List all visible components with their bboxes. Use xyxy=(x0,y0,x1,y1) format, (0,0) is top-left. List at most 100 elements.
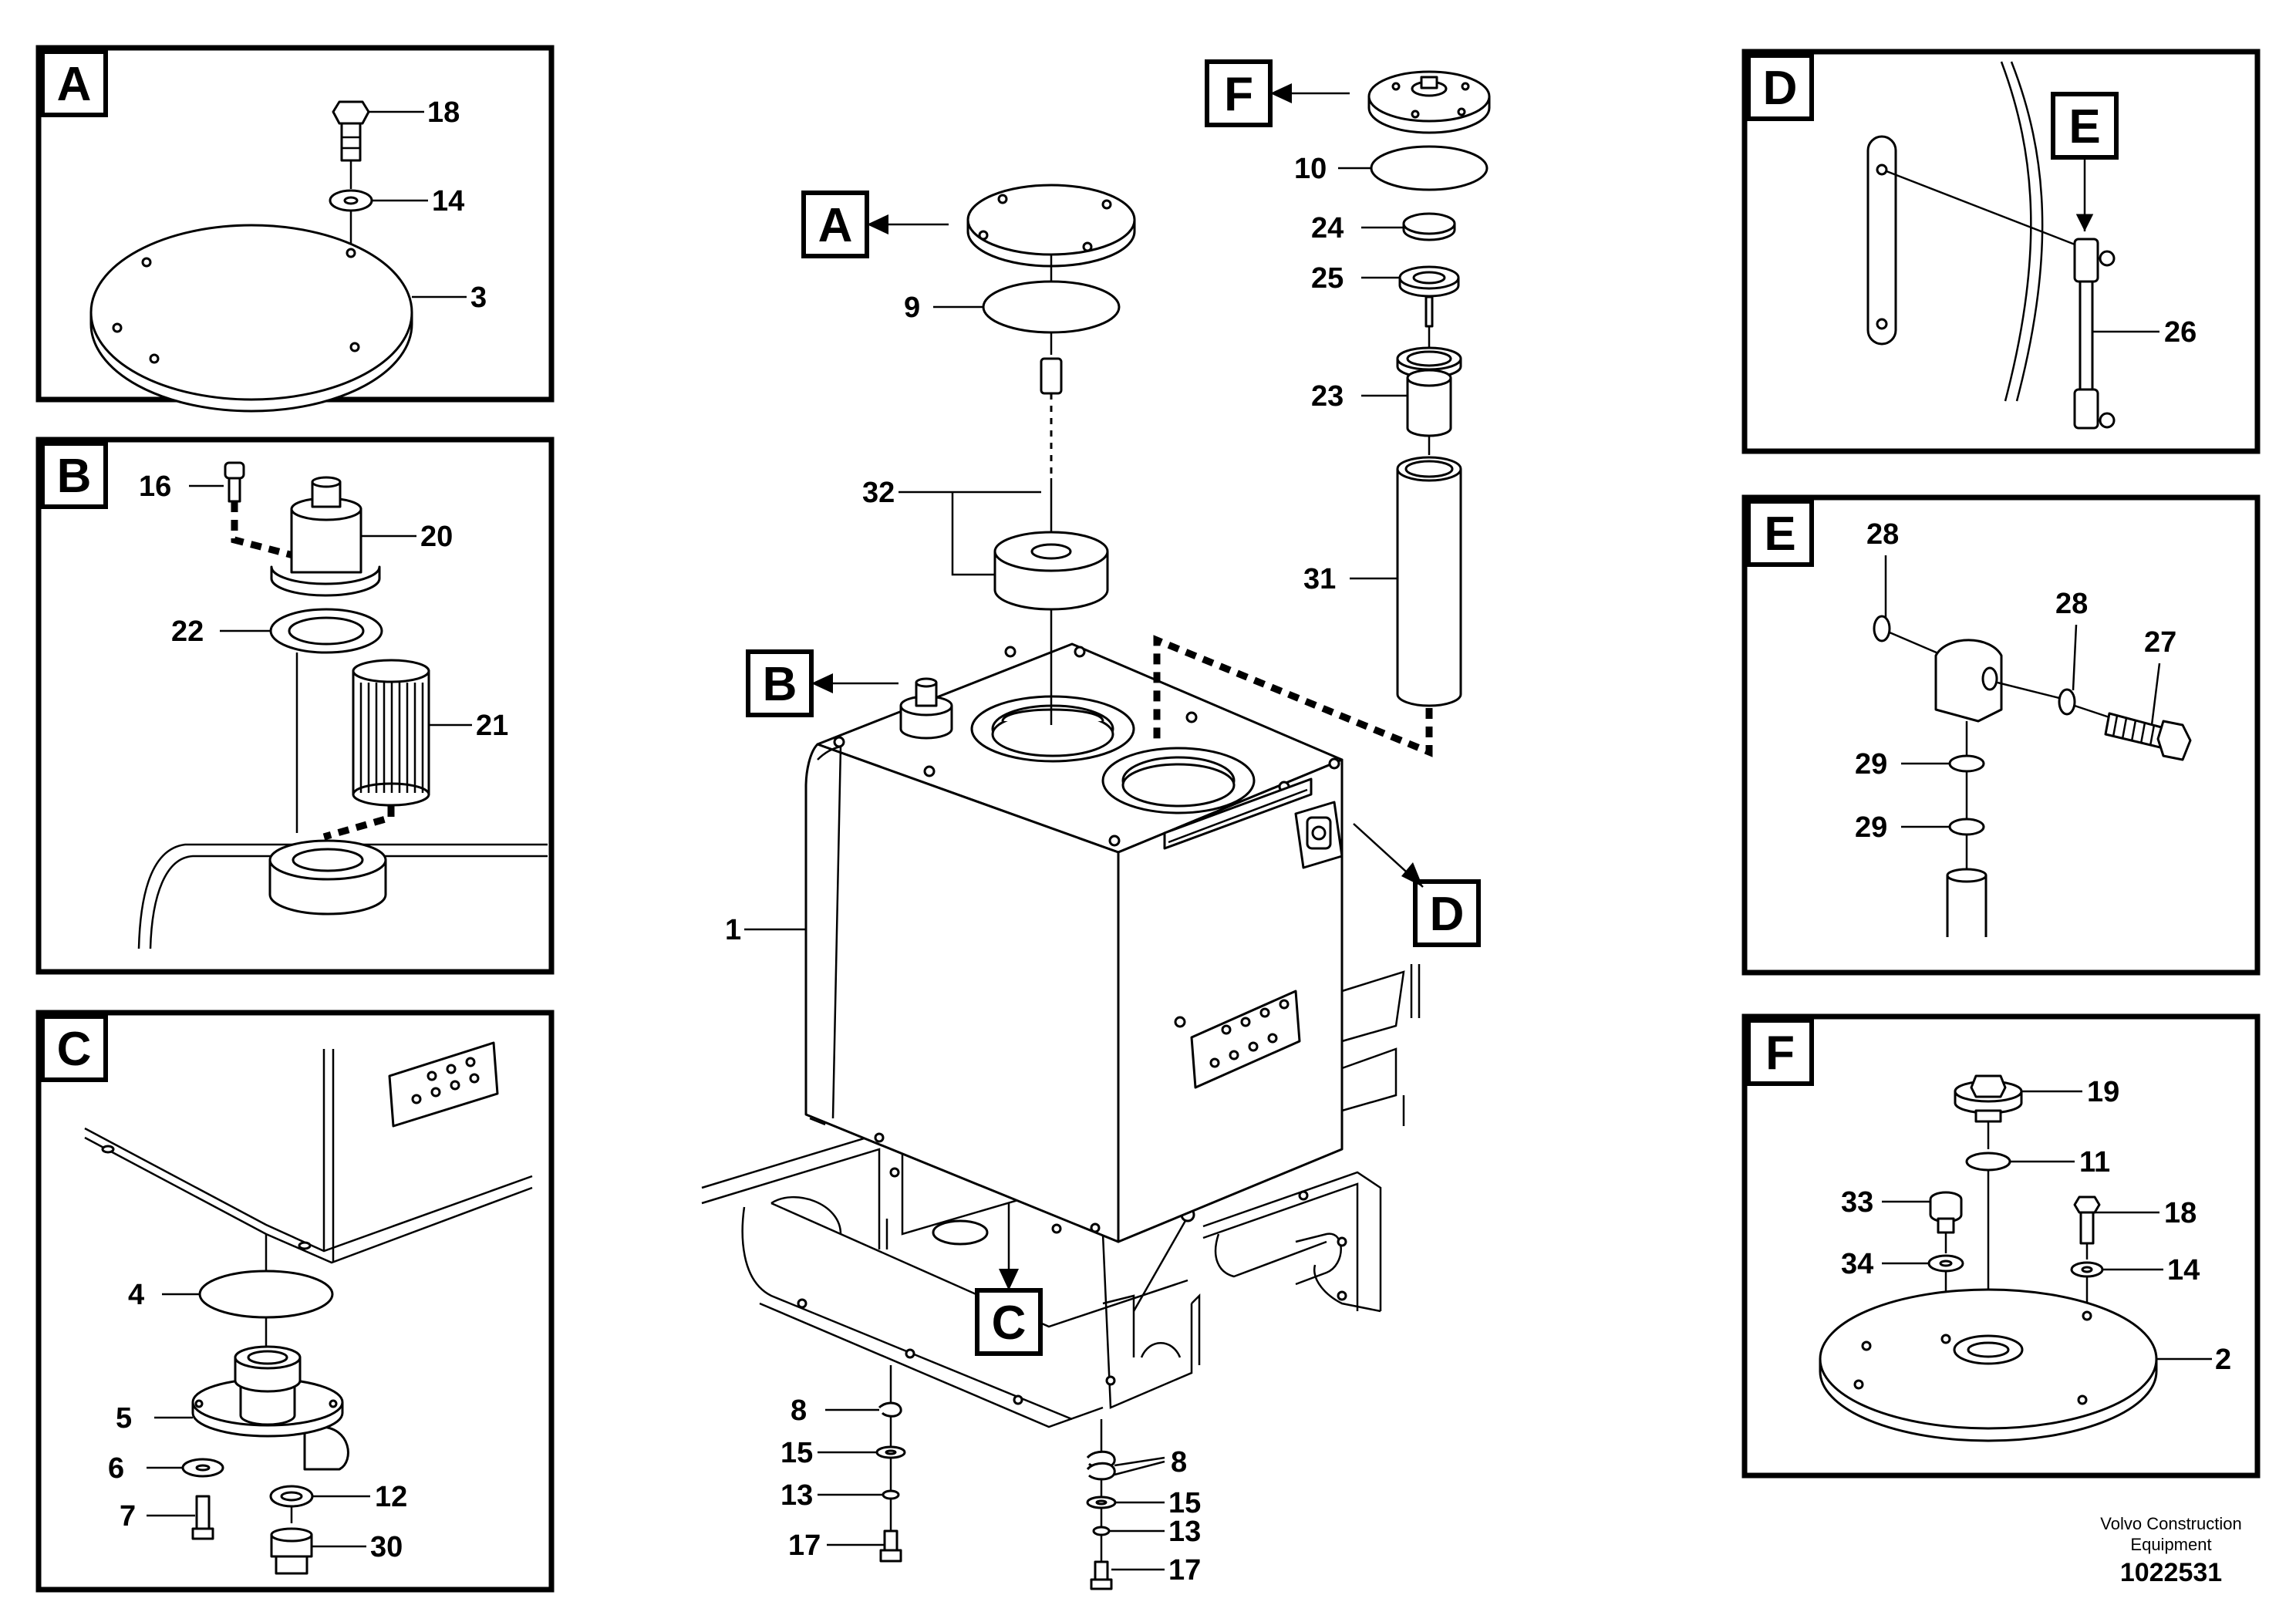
part-label-32: 32 xyxy=(862,477,895,509)
part-label-13b: 13 xyxy=(1168,1516,1201,1548)
part-label-17a: 17 xyxy=(788,1529,821,1562)
bolt-7 xyxy=(191,1495,214,1540)
o-ring-28 xyxy=(1873,615,1891,642)
part-label-8a: 8 xyxy=(791,1394,807,1427)
part-label-8b: 8 xyxy=(1171,1446,1187,1479)
part-label-5: 5 xyxy=(116,1402,132,1435)
cover-a-assembly xyxy=(966,184,1136,725)
detail-c-letter: C xyxy=(57,1023,92,1076)
part-label-18: 18 xyxy=(427,96,460,129)
detail-e-letter: E xyxy=(1764,508,1795,561)
tank-top-outline xyxy=(137,839,548,949)
fastener-stack-left xyxy=(875,1365,906,1563)
o-ring-10 xyxy=(1370,145,1489,191)
callout-b-marker: B xyxy=(746,649,899,717)
pipe-end xyxy=(1946,868,1988,883)
part-label-14: 14 xyxy=(432,185,464,218)
part-label-28b: 28 xyxy=(2055,588,2088,620)
callout-d: D xyxy=(1430,888,1465,941)
drain-plug-30 xyxy=(270,1527,313,1575)
part-label-23: 23 xyxy=(1311,380,1344,413)
part-label-15b: 15 xyxy=(1168,1487,1201,1519)
gasket-22 xyxy=(269,608,383,654)
spring-24 xyxy=(1402,212,1456,235)
part-label-28a: 28 xyxy=(1866,518,1899,551)
part-label-15a: 15 xyxy=(781,1437,813,1469)
detail-view-f: F 19 11 33 34 xyxy=(1741,1013,2261,1479)
fastener-stack-right xyxy=(1086,1419,1117,1590)
part-label-17b: 17 xyxy=(1168,1554,1201,1587)
level-gauge-26 xyxy=(2073,238,2116,430)
breather-filter-20 xyxy=(270,476,381,597)
part-label-9: 9 xyxy=(904,292,920,324)
part-label-12: 12 xyxy=(375,1481,407,1513)
part-label-20: 20 xyxy=(420,521,453,553)
cover-plate-3 xyxy=(89,224,413,413)
callout-f: F xyxy=(1224,68,1253,121)
cover-f-assembly xyxy=(1367,70,1491,707)
part-label-3: 3 xyxy=(470,282,487,314)
part-label-25: 25 xyxy=(1311,262,1344,295)
part-label-19: 19 xyxy=(2087,1076,2119,1108)
part-label-7: 7 xyxy=(120,1500,136,1533)
callout-c: C xyxy=(992,1297,1027,1350)
o-ring-29-lower xyxy=(1948,818,1985,836)
bolt-18-f xyxy=(2073,1195,2101,1245)
part-label-13a: 13 xyxy=(781,1479,813,1512)
part-label-6: 6 xyxy=(108,1452,124,1485)
drawing-footer: Volvo Construction Equipment 1022531 xyxy=(2100,1514,2241,1587)
o-ring-29 xyxy=(1948,754,1985,773)
detail-view-b: B 16 20 22 xyxy=(35,437,555,975)
tank-bottom-corner xyxy=(84,1041,533,1264)
banjo-bolt-27 xyxy=(2104,712,2192,761)
part-label-31: 31 xyxy=(1303,563,1336,595)
detail-f-letter: F xyxy=(1765,1027,1795,1080)
callout-e: E xyxy=(2068,100,2100,153)
part-label-22: 22 xyxy=(171,615,204,648)
part-label-14-f: 14 xyxy=(2167,1254,2200,1286)
mounting-bracket xyxy=(1866,135,1897,346)
detail-view-e: E 28 28 27 29 29 xyxy=(1741,494,2261,976)
company-name-line1: Volvo Construction xyxy=(2100,1514,2241,1533)
detail-d-letter: D xyxy=(1763,62,1798,115)
o-ring-11 xyxy=(1965,1152,2011,1172)
plug-33 xyxy=(1929,1191,1963,1234)
part-label-34: 34 xyxy=(1841,1248,1873,1280)
part-label-10: 10 xyxy=(1294,153,1327,185)
cover-plate-2 xyxy=(1819,1288,2158,1442)
callout-b: B xyxy=(763,658,797,711)
part-label-2: 2 xyxy=(2215,1344,2231,1376)
o-ring-9 xyxy=(982,280,1121,334)
main-view: 1 9 32 xyxy=(701,59,1491,1590)
part-label-24: 24 xyxy=(1311,212,1344,244)
callout-a: A xyxy=(818,199,853,252)
company-name-line2: Equipment xyxy=(2130,1535,2211,1554)
part-label-11: 11 xyxy=(2079,1146,2110,1179)
filter-31 xyxy=(1396,469,1462,707)
drawing-number: 1022531 xyxy=(2120,1558,2222,1587)
swivel-block xyxy=(1934,639,2003,723)
part-label-33: 33 xyxy=(1841,1186,1873,1219)
o-ring-4 xyxy=(198,1270,334,1319)
o-ring-28-right xyxy=(2058,688,2076,716)
part-label-16: 16 xyxy=(139,470,171,503)
callout-d-marker: D xyxy=(1353,823,1481,947)
part-label-30: 30 xyxy=(370,1531,403,1563)
hydraulic-tank-1 xyxy=(804,642,1344,1243)
part-label-4: 4 xyxy=(128,1279,144,1311)
part-label-29b: 29 xyxy=(1855,811,1887,844)
detail-a-letter: A xyxy=(57,58,92,111)
bolt-16 xyxy=(224,461,245,503)
bolt-18 xyxy=(332,100,370,162)
part-label-1: 1 xyxy=(725,914,741,946)
part-label-18-f: 18 xyxy=(2164,1197,2197,1229)
detail-view-a: A 18 14 3 xyxy=(35,45,555,413)
filter-element-21 xyxy=(352,659,430,807)
detail-view-c: C 4 xyxy=(35,1010,555,1593)
suction-flange-5 xyxy=(191,1345,349,1471)
filler-plug-19 xyxy=(1954,1074,2023,1123)
part-label-26: 26 xyxy=(2164,316,2197,349)
callout-a-marker: A xyxy=(801,191,949,258)
part-label-21: 21 xyxy=(476,710,508,742)
